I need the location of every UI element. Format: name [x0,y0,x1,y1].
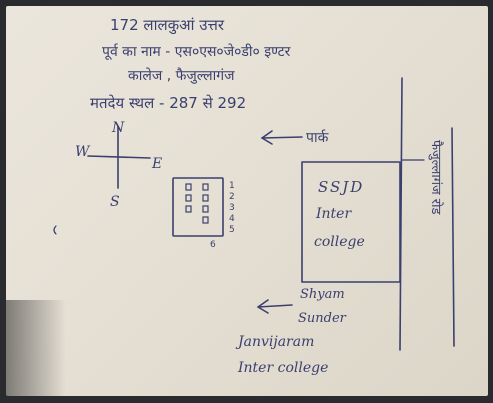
booth-cells [185,183,209,224]
header-line-4: मतदेय स्थल - 287 से 292 [90,94,246,112]
compass-west-label: W [75,144,91,160]
booth-number-5: 5 [229,225,235,235]
booth-number-2: 2 [229,192,235,202]
road-edge-left [399,77,403,351]
college-name-line-2: Inter [315,206,352,222]
other-school-line-4: Inter college [237,360,328,376]
road-edge-right [451,127,455,347]
park-label: पार्क [306,129,329,146]
compass-ew-line [87,155,151,159]
booth-number-3: 3 [229,203,235,213]
header-line-3: कालेज , फैजुल्लागंज [128,67,235,84]
paper-sheet [6,6,488,396]
road: फैजुल्लागंज रोड [399,77,455,351]
compass-rose: N S E W [75,120,162,210]
road-label: फैजुल्लागंज रोड [428,140,444,215]
arrow-head-left-bottom-icon [257,299,269,314]
ssjd-college-building: SSJD Inter college [301,161,401,283]
compass-east-label: E [151,156,162,172]
college-box [301,161,401,283]
arrow-shaft-bottom [257,304,293,308]
other-school-line-2: Sunder [298,311,347,326]
booth-number-1: 1 [229,181,235,191]
finger-shadow [6,300,66,396]
booth-number-6: 6 [210,240,216,250]
other-school-arrow: Shyam Sunder Janvijaram Inter college [235,287,347,376]
header-line-2: पूर्व का नाम - एस०एस०जे०डी० इण्टर [102,43,291,60]
header-line-1: 172 लालकुआं उत्तर [110,16,225,35]
booth-layout: 1 2 3 4 5 6 [172,177,235,250]
compass-north-label: N [111,120,125,136]
booth-room-box [172,177,224,237]
college-name-line-3: college [314,234,365,250]
park-arrow: पार्क [261,129,329,146]
arrow-head-left-icon [261,130,273,145]
arrow-shaft [261,136,303,139]
booth-number-4: 4 [229,214,235,224]
college-name-line-1: SSJD [318,178,364,196]
other-school-line-3: Janvijaram [235,334,314,350]
compass-south-label: S [110,194,120,210]
other-school-line-1: Shyam [300,287,345,302]
margin-mark [53,225,57,235]
